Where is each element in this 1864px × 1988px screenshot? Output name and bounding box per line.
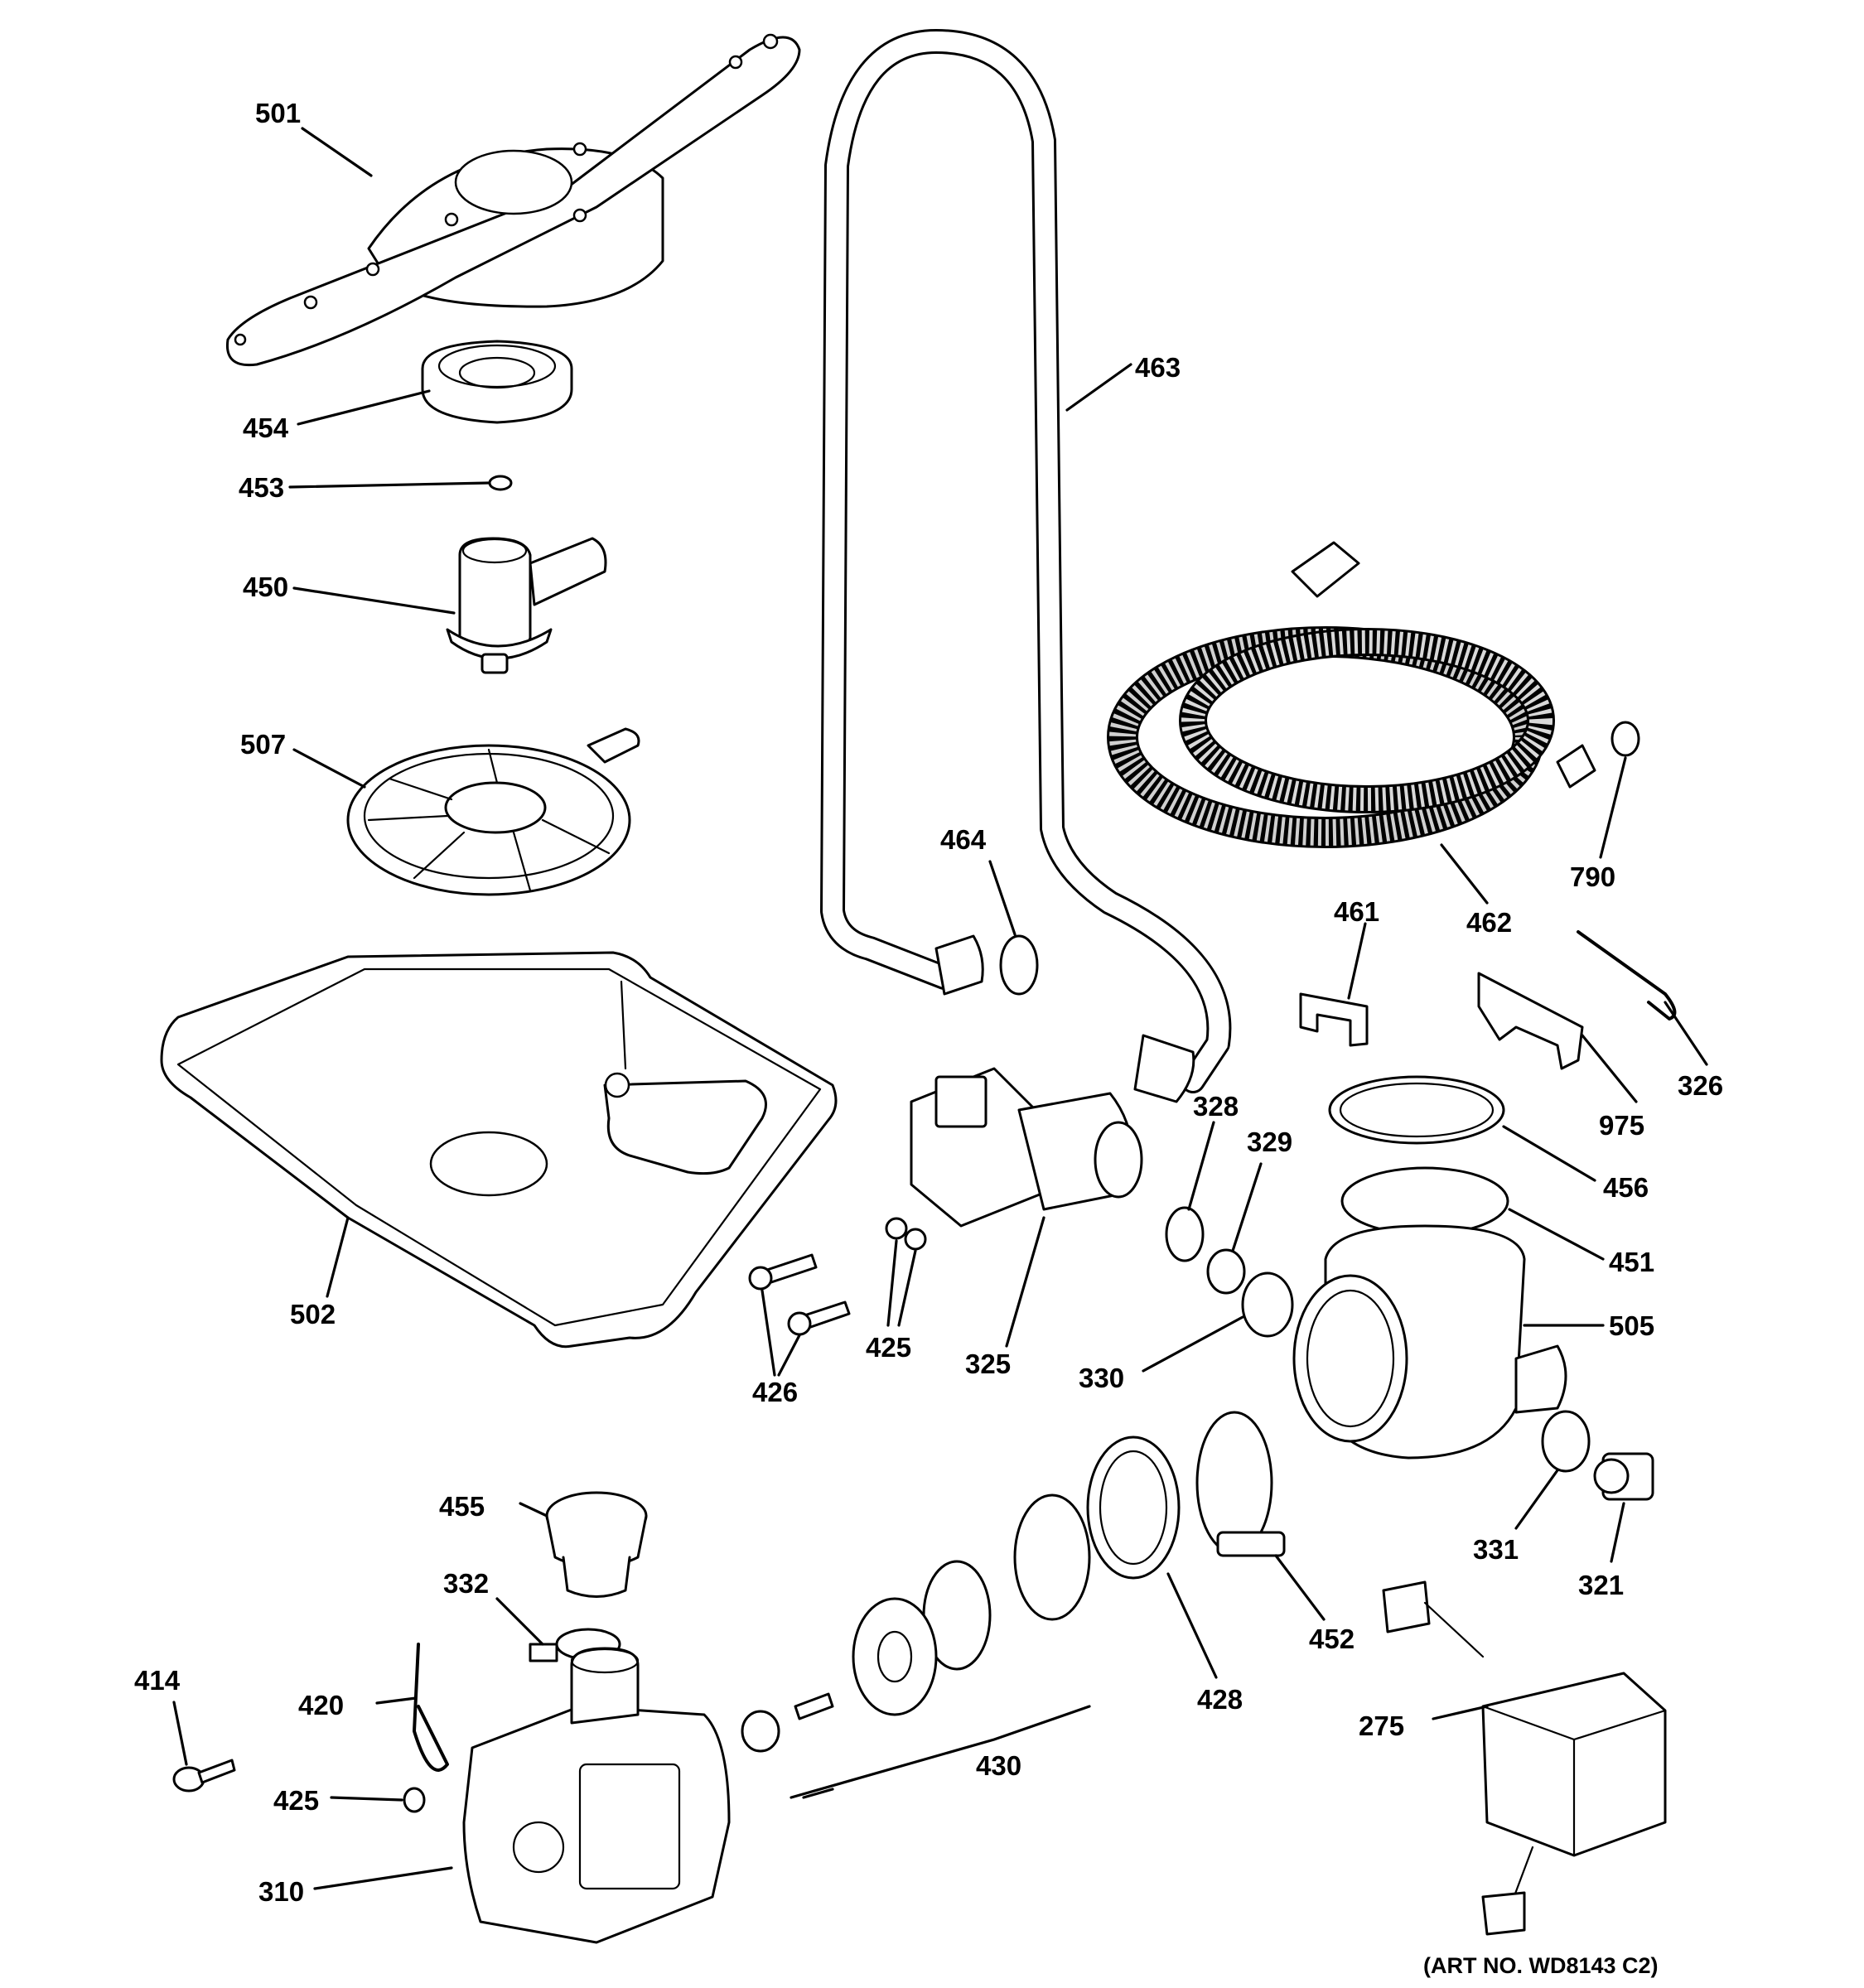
callout-451: 451 — [1609, 1247, 1654, 1277]
part-321-sensor — [1593, 1452, 1654, 1501]
callout-455: 455 — [439, 1491, 485, 1522]
callout-321: 321 — [1578, 1570, 1624, 1600]
callout-456: 456 — [1603, 1172, 1649, 1203]
callout-790: 790 — [1570, 861, 1615, 892]
callout-425: 425 — [866, 1332, 911, 1363]
callout-labels: 501 454 453 450 507 502 463 464 462 790 … — [134, 98, 1723, 1978]
part-328-ring — [1165, 1206, 1205, 1262]
part-451-clamp — [1340, 1166, 1509, 1236]
callout-329: 329 — [1247, 1127, 1292, 1157]
part-502-sump-cover — [160, 951, 838, 1349]
part-330-clamp — [1241, 1271, 1294, 1338]
callout-462: 462 — [1466, 907, 1512, 938]
art-number: (ART NO. WD8143 C2) — [1423, 1953, 1659, 1978]
callout-450: 450 — [243, 572, 288, 602]
callout-414: 414 — [134, 1665, 181, 1696]
part-975-bracket — [1477, 972, 1584, 1070]
leader-lines — [172, 127, 1708, 1890]
part-464-grommet — [999, 934, 1039, 996]
callout-505: 505 — [1609, 1310, 1654, 1341]
part-414-screw — [172, 1759, 236, 1793]
part-501-spray-arm — [225, 33, 801, 367]
callout-331: 331 — [1473, 1534, 1519, 1565]
part-507-filter — [346, 727, 640, 896]
part-462-drain-hose — [1107, 541, 1596, 848]
callout-454: 454 — [243, 413, 289, 443]
callout-420: 420 — [298, 1690, 344, 1720]
part-453-o-ring — [488, 475, 513, 491]
callout-430: 430 — [976, 1750, 1021, 1781]
part-456-gasket — [1328, 1075, 1505, 1145]
callout-275: 275 — [1359, 1711, 1404, 1741]
callout-507: 507 — [240, 729, 286, 760]
part-275-transformer — [1382, 1580, 1667, 1936]
callout-426: 426 — [752, 1377, 798, 1407]
part-452-clamp — [1195, 1411, 1286, 1557]
part-425-screw-group — [885, 1217, 927, 1251]
part-326-wire — [1577, 930, 1677, 1021]
callout-330: 330 — [1079, 1363, 1124, 1393]
callout-332: 332 — [443, 1568, 489, 1599]
callout-461: 461 — [1334, 896, 1379, 927]
part-331-clamp — [1541, 1410, 1591, 1473]
callout-975: 975 — [1599, 1110, 1644, 1141]
part-454-spray-arm-mount — [421, 340, 573, 424]
callout-310: 310 — [258, 1876, 304, 1907]
callout-325: 325 — [965, 1349, 1011, 1379]
callout-464: 464 — [940, 824, 987, 855]
part-420-clip — [413, 1643, 449, 1772]
part-463-hose — [820, 29, 1232, 1103]
part-790-clamp — [1610, 721, 1640, 757]
callout-428: 428 — [1197, 1684, 1243, 1715]
part-426-screws — [748, 1253, 851, 1336]
callout-502: 502 — [290, 1299, 336, 1329]
part-430-impeller-kit — [741, 1493, 1091, 1753]
part-428-seal — [1086, 1436, 1181, 1580]
part-329-check-valve — [1206, 1248, 1246, 1295]
callout-328: 328 — [1193, 1091, 1239, 1122]
part-505-sump — [1292, 1224, 1567, 1460]
callout-425-pump: 425 — [273, 1785, 319, 1816]
callout-326: 326 — [1678, 1070, 1723, 1101]
callout-452: 452 — [1309, 1624, 1355, 1654]
part-325-valve — [910, 1067, 1143, 1228]
part-425-grommet — [403, 1787, 426, 1813]
part-461-bracket — [1299, 992, 1369, 1047]
part-450-manifold — [446, 537, 607, 674]
part-455-seal — [545, 1491, 648, 1598]
part-310-pump-motor — [462, 1647, 731, 1944]
callout-501: 501 — [255, 98, 301, 128]
callout-453: 453 — [239, 472, 284, 503]
callout-463: 463 — [1135, 352, 1181, 383]
